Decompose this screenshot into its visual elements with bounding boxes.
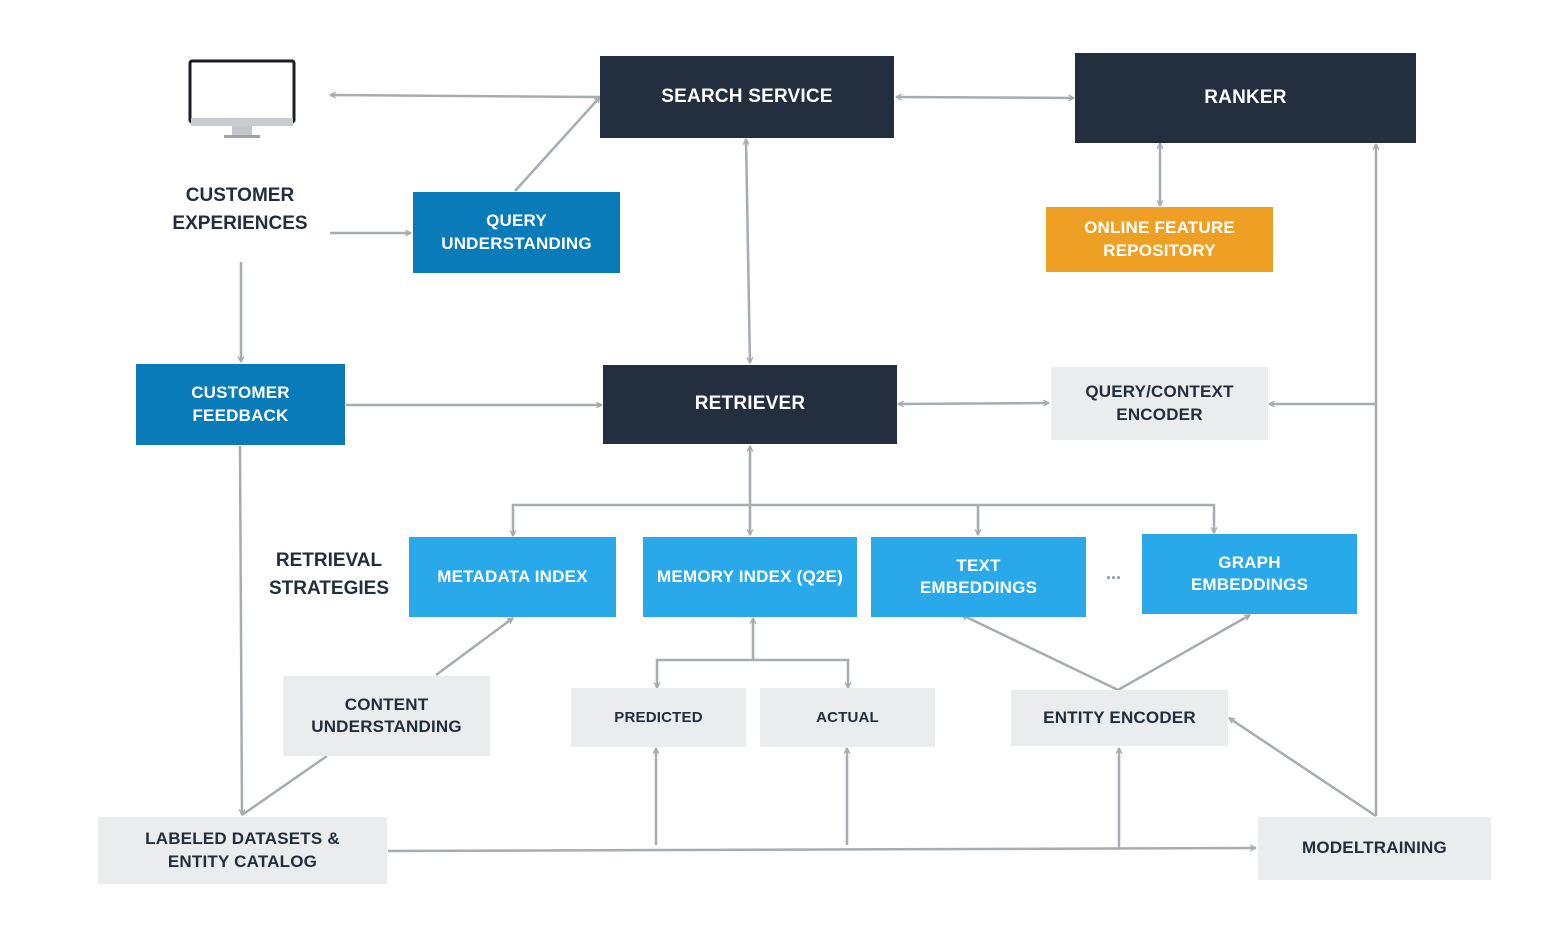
edge-feedback-to-labeled: [240, 445, 242, 815]
search-service-node: SEARCH SERVICE: [600, 56, 894, 138]
online-feature-repository-node: ONLINE FEATURE REPOSITORY: [1046, 207, 1273, 272]
edge-cu-to-labeled: [241, 754, 328, 817]
actual-node: ACTUAL: [760, 688, 935, 747]
edge-search-to-monitor: [330, 95, 601, 97]
edge-cu-to-metadata: [435, 616, 513, 677]
query-context-encoder-node: QUERY/CONTEXT ENCODER: [1051, 367, 1268, 440]
ranker-node: RANKER: [1075, 53, 1416, 143]
edge-index-bus: [513, 503, 1214, 536]
edge-ee-to-embeddings: [962, 613, 1250, 692]
query-understanding-node: QUERY UNDERSTANDING: [413, 192, 620, 273]
retriever-node: RETRIEVER: [603, 365, 897, 444]
edge-qu-to-search: [514, 97, 600, 192]
graph-embeddings-node: GRAPH EMBEDDINGS: [1142, 534, 1357, 614]
predicted-node: PREDICTED: [571, 688, 746, 747]
edge-labeled-to-training: [387, 848, 1256, 853]
more-strategies-ellipsis: ...: [1106, 563, 1122, 583]
edge-pa-bracket: [657, 658, 848, 688]
retrieval-strategies-label: RETRIEVAL STRATEGIES: [269, 550, 389, 599]
edge-search-retriever: [746, 139, 750, 363]
customer-experiences-label: CUSTOMER EXPERIENCES: [172, 185, 308, 234]
labeled-datasets-node: LABELED DATASETS & ENTITY CATALOG: [98, 817, 387, 884]
text-embeddings-node: TEXT EMBEDDINGS: [871, 537, 1086, 617]
customer-feedback-node: CUSTOMER FEEDBACK: [136, 364, 345, 445]
edge-retriever-qce: [898, 403, 1049, 404]
content-understanding-node: CONTENT UNDERSTANDING: [283, 676, 490, 756]
desktop-monitor-icon: [188, 59, 296, 138]
edge-training-to-ee: [1229, 716, 1377, 818]
model-training-node: MODELTRAINING: [1258, 817, 1491, 880]
memory-index-node: MEMORY INDEX (Q2E): [643, 537, 857, 617]
metadata-index-node: METADATA INDEX: [409, 537, 616, 617]
entity-encoder-node: ENTITY ENCODER: [1011, 690, 1228, 746]
edge-search-ranker: [896, 97, 1074, 98]
